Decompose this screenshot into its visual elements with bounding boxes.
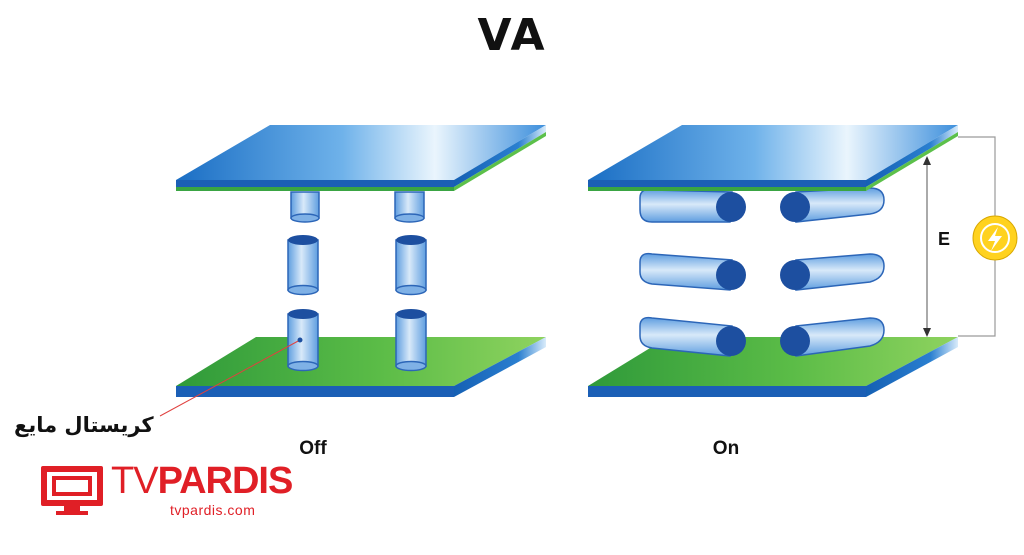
on-crystal-mid-right bbox=[780, 253, 885, 291]
diagram-title: VA bbox=[477, 10, 547, 61]
on-crystal-bottom-left bbox=[639, 316, 746, 357]
brand-logo: TVPARDIS tvpardis.com bbox=[38, 460, 293, 522]
field-arrow bbox=[923, 156, 931, 337]
on-crystal-bottom-right bbox=[780, 317, 885, 357]
annotation-pointer bbox=[159, 339, 301, 417]
tv-icon bbox=[41, 466, 103, 515]
off-crystal-mid-right bbox=[395, 235, 427, 296]
on-bottom-plate bbox=[588, 337, 958, 397]
voltage-source bbox=[972, 215, 1018, 261]
off-crystal-top-left bbox=[290, 191, 320, 223]
off-crystal-mid-left bbox=[287, 235, 319, 296]
off-crystal-bottom-right bbox=[395, 309, 427, 372]
off-panel bbox=[159, 125, 546, 417]
on-crystal-top-left bbox=[639, 188, 746, 223]
off-crystal-top-right bbox=[394, 191, 425, 223]
on-crystal-top-right bbox=[780, 187, 885, 223]
lightning-icon bbox=[988, 227, 1002, 251]
on-crystal-mid-left bbox=[639, 252, 746, 291]
logo-tv: TV bbox=[111, 460, 159, 502]
on-panel bbox=[588, 125, 1018, 397]
on-label: On bbox=[712, 438, 740, 459]
off-top-plate bbox=[176, 125, 546, 191]
off-bottom-plate bbox=[176, 337, 546, 397]
off-crystal-bottom-left bbox=[287, 309, 319, 372]
logo-text: TVPARDIS bbox=[111, 460, 294, 502]
logo-brand: PARDIS bbox=[157, 460, 294, 502]
liquid-crystal-label: کریستال مایع bbox=[14, 413, 154, 437]
field-label: E bbox=[938, 229, 951, 249]
on-top-plate bbox=[588, 125, 958, 191]
logo-url: tvpardis.com bbox=[170, 502, 256, 518]
off-label: Off bbox=[299, 438, 327, 459]
